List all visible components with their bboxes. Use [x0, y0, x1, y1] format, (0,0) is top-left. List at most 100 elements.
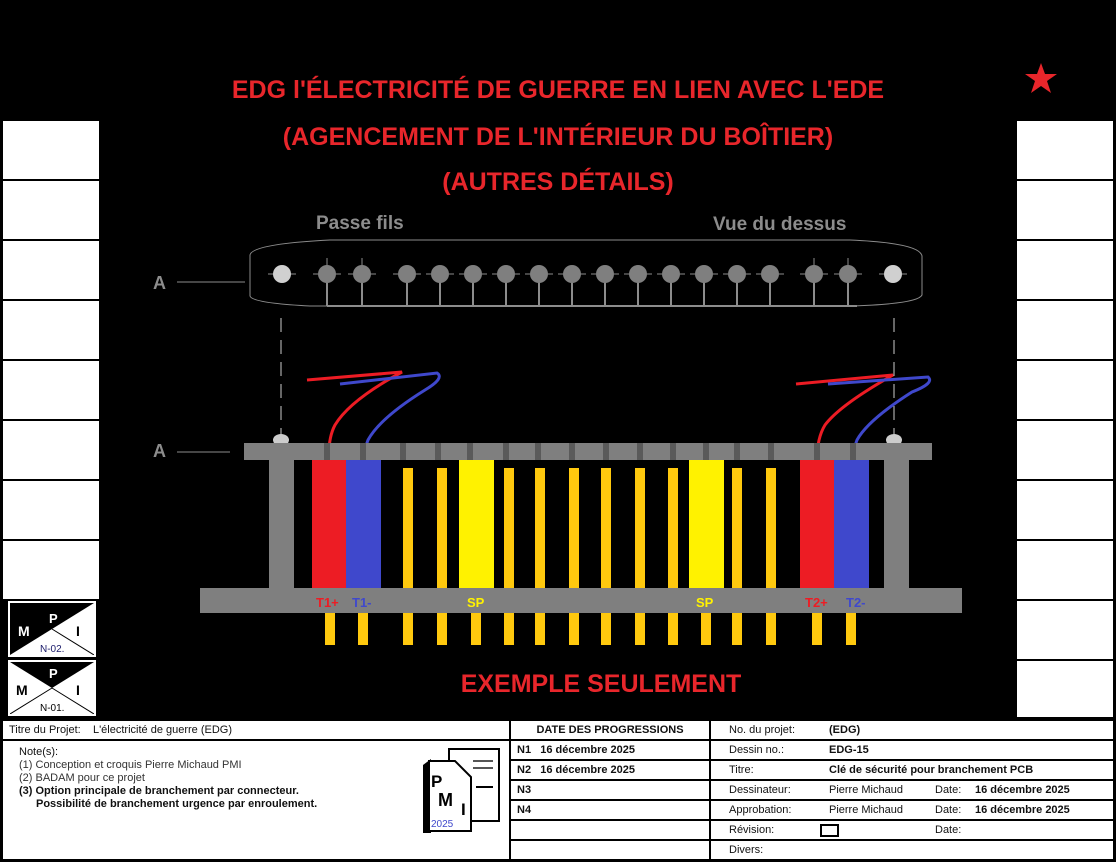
- no-projet: (EDG): [829, 724, 861, 736]
- border-cell: [1016, 480, 1114, 540]
- pin-upper: [504, 468, 514, 588]
- pin-lower: [766, 613, 776, 645]
- slot: [814, 443, 820, 460]
- label-vue-dessus: Vue du dessus: [713, 214, 846, 235]
- svg-text:M: M: [16, 682, 28, 698]
- titre-label: Titre:: [729, 764, 754, 776]
- pin-lower: [504, 613, 514, 645]
- progress-row: N3: [510, 780, 710, 800]
- slot: [734, 443, 740, 460]
- project-title-cell: Titre du Projet: L'électricité de guerre…: [2, 720, 510, 740]
- svg-text:I: I: [461, 800, 466, 819]
- pin-lower: [635, 613, 645, 645]
- pin-lower: [601, 613, 611, 645]
- svg-text:N-01.: N-01.: [40, 703, 64, 714]
- example-only-label: EXEMPLE SEULEMENT: [461, 670, 742, 698]
- info-row: Révision:Date:: [710, 820, 1114, 840]
- pin-lower: [535, 613, 545, 645]
- border-cell: [1016, 540, 1114, 600]
- svg-text:2025: 2025: [431, 819, 454, 830]
- border-cell: [1016, 240, 1114, 300]
- svg-text:I: I: [76, 682, 80, 698]
- border-cell: [2, 300, 100, 360]
- wire-hole: [353, 265, 371, 283]
- slot: [768, 443, 774, 460]
- pin-lower: [403, 613, 413, 645]
- slot: [703, 443, 709, 460]
- progress-row: N4: [510, 800, 710, 820]
- progress-header: DATE DES PROGRESSIONS: [510, 720, 710, 740]
- svg-text:I: I: [76, 623, 80, 639]
- wire-hole: [761, 265, 779, 283]
- titre: Clé de sécurité pour branchement PCB: [829, 764, 1034, 776]
- mounting-hole: [884, 265, 902, 283]
- label-sp-2: SP: [696, 595, 714, 610]
- wire-hole: [629, 265, 647, 283]
- date2-label: Date:: [935, 804, 962, 816]
- divers-label: Divers:: [729, 844, 764, 856]
- wire-hole: [318, 265, 336, 283]
- terminal-t2-plus: [800, 460, 834, 588]
- date3-label: Date:: [935, 824, 962, 836]
- slot: [569, 443, 575, 460]
- slot: [535, 443, 541, 460]
- slot: [850, 443, 856, 460]
- section-label-a-top: A: [153, 273, 166, 293]
- terminal-t2-minus: [834, 460, 869, 588]
- no-projet-label: No. du projet:: [729, 724, 796, 736]
- date2: 16 décembre 2025: [975, 804, 1070, 816]
- pin-lower: [732, 613, 742, 645]
- slot: [670, 443, 676, 460]
- pmi-logo: P M I 2025: [423, 748, 500, 833]
- border-cell: [1016, 420, 1114, 480]
- mounting-hole: [273, 265, 291, 283]
- border-cell: [2, 240, 100, 300]
- dessinateur-label: Dessinateur:: [729, 784, 791, 796]
- terminal-sp-1: [459, 460, 494, 588]
- approbation: Pierre Michaud: [829, 804, 903, 816]
- pin-upper: [601, 468, 611, 588]
- info-row: Dessin no.: EDG-15: [710, 740, 1114, 760]
- star-icon: [1025, 63, 1057, 93]
- svg-text:M: M: [438, 790, 453, 810]
- dessinateur: Pierre Michaud: [829, 784, 903, 796]
- dessin-label: Dessin no.:: [729, 744, 785, 756]
- terminal-t1-minus: [346, 460, 381, 588]
- svg-text:N-02.: N-02.: [40, 644, 64, 655]
- progress-row: N2 16 décembre 2025: [510, 760, 710, 780]
- wire-hole: [662, 265, 680, 283]
- info-row: Approbation: Pierre Michaud Date: 16 décemb…: [710, 800, 1114, 820]
- pin-lower: [358, 613, 368, 645]
- wire-hole: [497, 265, 515, 283]
- progress-row: [510, 820, 710, 840]
- svg-text:M: M: [18, 623, 30, 639]
- title-line-3: (AUTRES DÉTAILS): [442, 168, 674, 196]
- revision-checkbox[interactable]: [820, 824, 839, 837]
- border-cell: [2, 180, 100, 240]
- pin-upper: [668, 468, 678, 588]
- slot: [467, 443, 473, 460]
- wire-hole: [805, 265, 823, 283]
- dessin: EDG-15: [829, 744, 869, 756]
- progress-row: [510, 840, 710, 860]
- pin-lower: [846, 613, 856, 645]
- pin-lower: [471, 613, 481, 645]
- label-passe-fils: Passe fils: [316, 213, 404, 234]
- date1-label: Date:: [935, 784, 962, 796]
- slot: [324, 443, 330, 460]
- info-row: Divers:: [710, 840, 1114, 860]
- border-cell: [1016, 300, 1114, 360]
- label-sp-1: SP: [467, 595, 485, 610]
- approbation-label: Approbation:: [729, 804, 792, 816]
- border-cell: [1016, 600, 1114, 660]
- section-label-a-side: A: [153, 441, 166, 461]
- pin-lower: [569, 613, 579, 645]
- wire-hole: [728, 265, 746, 283]
- wire-hole: [596, 265, 614, 283]
- border-cell: [1016, 120, 1114, 180]
- border-cell: [2, 360, 100, 420]
- wire-hole: [563, 265, 581, 283]
